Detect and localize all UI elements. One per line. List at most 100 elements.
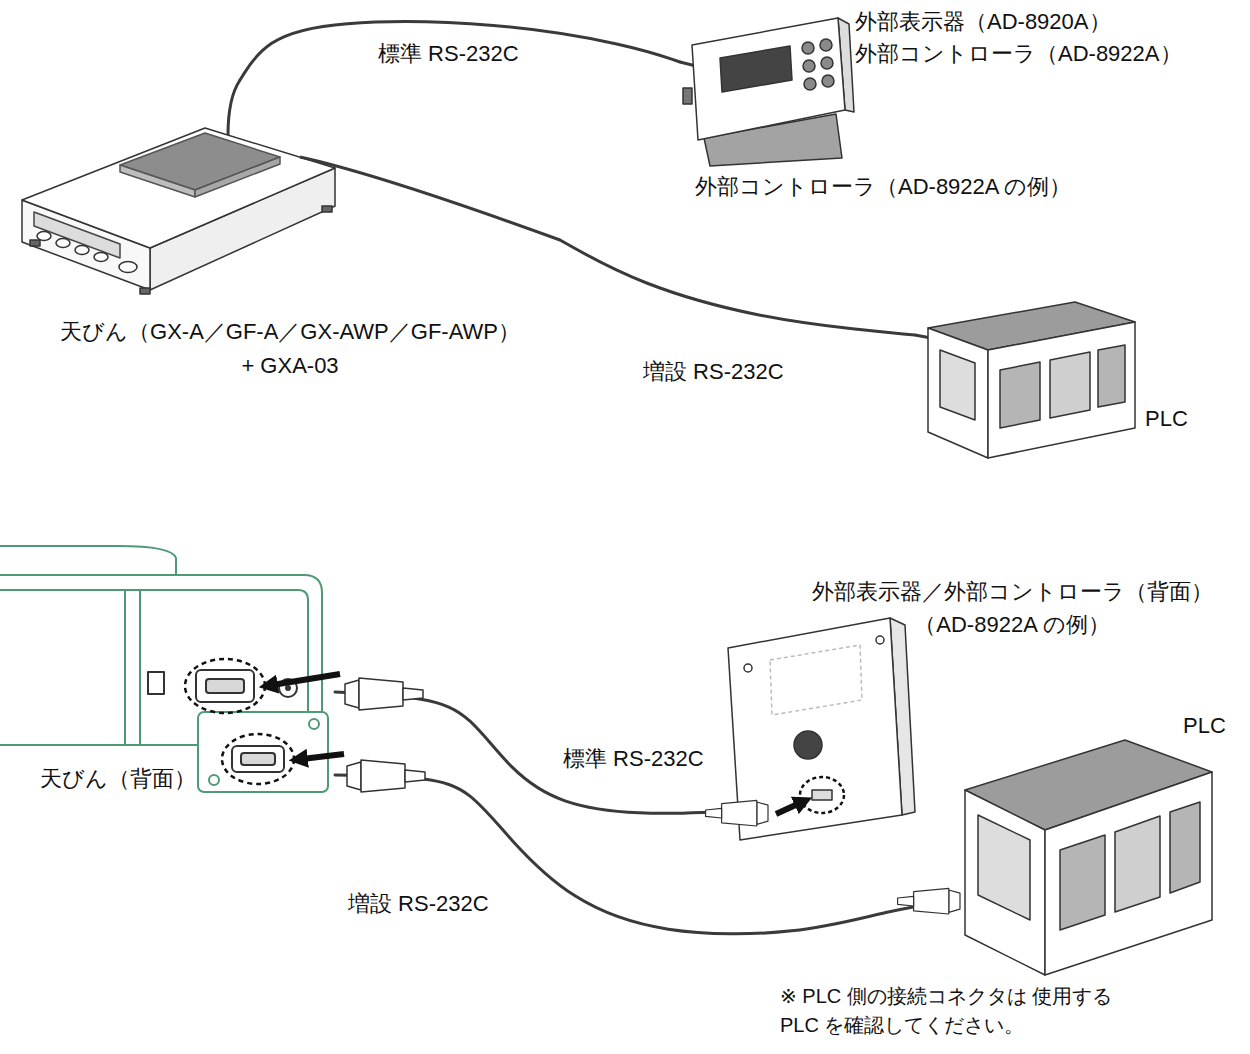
cable-label: 標準 RS-232C <box>560 745 707 774</box>
controller-rear-illustration <box>800 777 844 813</box>
controller-illustration <box>804 78 816 90</box>
device-node: PLC <box>955 710 1245 985</box>
balance-rear-illustration <box>0 546 176 575</box>
plc-illustration <box>928 302 1135 458</box>
balance-rear-illustration <box>139 590 141 745</box>
cable-plug <box>722 800 757 826</box>
cable-plug <box>949 890 960 912</box>
device-label: 外部コントローラ（AD-8922A の例） <box>695 173 1071 202</box>
device-label: （AD-8922A の例） <box>914 611 1109 640</box>
cable-connector <box>335 692 715 813</box>
insert-arrow <box>272 674 340 685</box>
device-label: 外部表示器／外部コントローラ（背面） <box>812 578 1213 607</box>
balance-rear-illustration <box>241 753 275 765</box>
controller-illustration <box>802 42 814 54</box>
balance-illustration <box>322 206 332 212</box>
device-label: 天びん（GX-A／GF-A／GX-AWP／GF-AWP） <box>60 318 520 347</box>
device-node: 外部表示器／外部コントローラ（背面） （AD-8922A の例） <box>715 575 1245 817</box>
balance-rear-illustration <box>222 734 294 784</box>
controller-illustration <box>821 57 833 69</box>
balance-illustration <box>30 240 40 246</box>
balance-rear-illustration <box>209 775 219 785</box>
note-text: ※ PLC 側の接続コネクタは 使用する PLC を確認してください。 <box>780 982 1114 1040</box>
cable-wire <box>300 157 560 240</box>
controller-illustration <box>822 75 834 87</box>
balance-rear-illustration <box>196 670 254 702</box>
cable-plug <box>914 888 949 914</box>
plc-illustration <box>1000 362 1040 428</box>
insert-arrow <box>302 754 344 759</box>
cable-plug <box>345 680 359 708</box>
balance-rear-illustration <box>0 546 328 792</box>
plc-illustration <box>978 815 1030 920</box>
balance-rear-illustration <box>309 719 319 729</box>
balance-illustration <box>120 133 280 190</box>
cable-plug <box>347 762 361 790</box>
balance-illustration <box>140 288 150 294</box>
device-label: 天びん（背面） <box>40 765 196 794</box>
plc-illustration <box>928 328 988 458</box>
balance-rear-illustration <box>198 712 328 792</box>
controller-rear-illustration <box>876 636 884 644</box>
controller-illustration <box>820 39 832 51</box>
controller-illustration <box>683 18 854 166</box>
balance-illustration <box>120 165 195 197</box>
balance-illustration <box>94 253 108 262</box>
controller-rear-illustration <box>794 731 822 759</box>
cable-plug <box>706 800 768 826</box>
cable-plug <box>403 688 423 700</box>
controller-illustration <box>720 46 792 92</box>
cable-wire <box>228 80 240 135</box>
balance-rear-illustration <box>232 746 284 772</box>
device-node: 外部表示器（AD-8920A） 外部コントローラ（AD-8922A） 外部コントロー… <box>680 5 1188 206</box>
plc-illustration <box>1060 835 1105 930</box>
device-node: 天びん（背面） <box>0 540 335 798</box>
balance-rear-illustration <box>124 590 126 745</box>
plc-illustration <box>940 350 975 420</box>
controller-illustration <box>803 60 815 72</box>
insert-arrow <box>272 674 800 814</box>
cable-plug <box>898 896 914 906</box>
insert-arrow <box>776 803 800 814</box>
cable-label: 標準 RS-232C <box>375 40 522 69</box>
plc-illustration <box>1050 352 1090 418</box>
balance-illustration <box>56 239 70 248</box>
device-node: PLC <box>915 295 1195 465</box>
cable-plug <box>706 808 722 818</box>
cable-label: 増設 RS-232C <box>640 358 787 387</box>
device-node: 天びん（GX-A／GF-A／GX-AWP／GF-AWP） + GXA-03 <box>20 80 560 385</box>
cable-label: 増設 RS-232C <box>345 890 492 919</box>
cable-plug <box>898 888 960 914</box>
cable-plug <box>345 678 960 914</box>
device-label: + GXA-03 <box>241 352 338 381</box>
cable-plug <box>757 802 768 824</box>
device-label: 外部表示器（AD-8920A） <box>855 8 1111 37</box>
balance-illustration <box>37 232 51 241</box>
balance-rear-illustration <box>148 672 164 694</box>
device-label: PLC <box>1145 405 1188 434</box>
controller-illustration <box>683 88 692 104</box>
connector-group <box>240 22 955 934</box>
controller-rear-illustration <box>770 645 862 715</box>
balance-rear-illustration <box>185 659 265 713</box>
balance-illustration <box>195 157 280 197</box>
balance-illustration <box>75 246 89 255</box>
cable-plug <box>347 760 425 792</box>
cable-plug <box>345 678 423 710</box>
plc-illustration <box>1045 772 1212 975</box>
cable-plug <box>359 678 403 710</box>
balance-illustration <box>119 262 137 273</box>
plc-illustration <box>965 740 1212 975</box>
cable-connector <box>560 240 915 335</box>
cable-plug <box>405 770 425 782</box>
plc-illustration <box>965 790 1045 975</box>
controller-rear-illustration <box>812 790 832 800</box>
device-label: 外部コントローラ（AD-8922A） <box>855 40 1182 69</box>
plc-illustration <box>988 322 1135 458</box>
balance-illustration <box>34 212 120 258</box>
controller-illustration <box>692 18 845 140</box>
controller-rear-illustration <box>744 664 752 672</box>
plc-illustration <box>1170 802 1200 893</box>
